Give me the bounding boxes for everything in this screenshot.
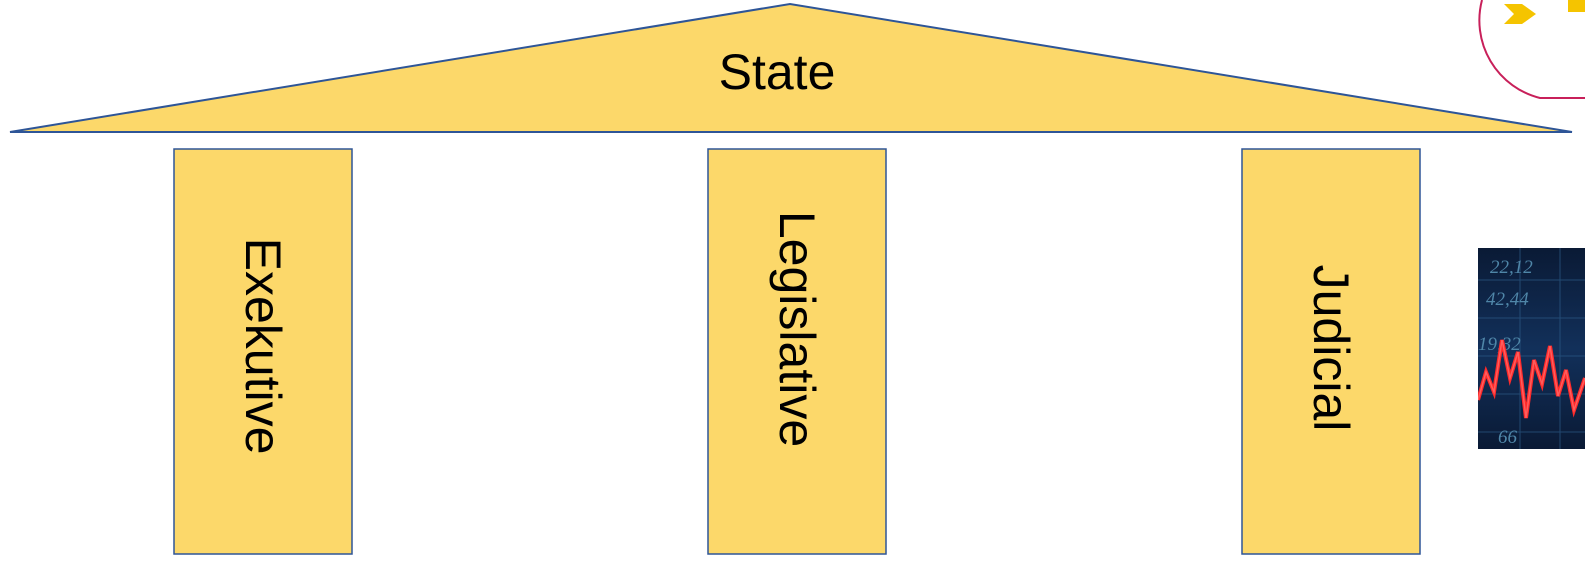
corner-badge: [1478, 0, 1585, 99]
pillar-label-judicial: Judicial: [1303, 265, 1359, 432]
badge-ring: [1478, 0, 1585, 99]
pillar-legislative: [707, 148, 887, 555]
pillar-judicial: [1241, 148, 1421, 555]
stock-number-4: 66: [1498, 427, 1518, 448]
pillar-label-legislative: Legislative: [769, 211, 825, 447]
roof-triangle: [9, 2, 1573, 133]
stock-number-2: 42,44: [1486, 289, 1529, 310]
pillar-exekutive: [173, 148, 353, 555]
stock-number-1: 22,12: [1490, 257, 1533, 278]
pillar-label-exekutive: Exekutive: [235, 238, 291, 455]
stock-chart-thumbnail: 22,12 42,44 19,32 66: [1478, 248, 1585, 449]
arrow-right-icon: [1500, 0, 1585, 24]
roof-label: State: [719, 44, 836, 100]
